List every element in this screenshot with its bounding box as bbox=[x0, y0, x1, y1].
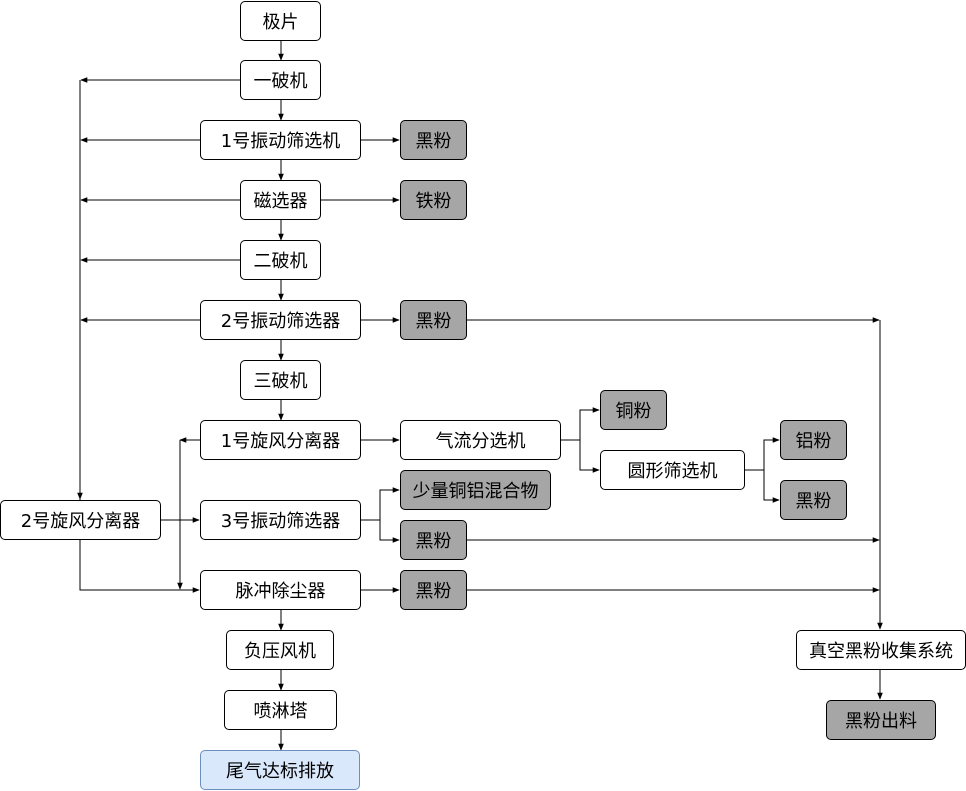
node-heifen5: 黑粉 bbox=[400, 570, 467, 610]
node-tiefen: 铁粉 bbox=[400, 180, 467, 220]
edge-yuanxing-heifen3 bbox=[763, 470, 780, 503]
edge-qiliu-yuanxing bbox=[579, 440, 600, 473]
node-yipoji: 一破机 bbox=[240, 60, 321, 100]
node-weiqi: 尾气达标排放 bbox=[200, 750, 360, 790]
node-heifen4: 黑粉 bbox=[400, 520, 467, 560]
edge-zhendong3-heifen4 bbox=[379, 520, 400, 543]
node-heifen1: 黑粉 bbox=[400, 120, 467, 160]
node-tongfen: 铜粉 bbox=[600, 390, 667, 430]
edge-qiliu-tongfen bbox=[560, 407, 600, 441]
node-jipian: 极片 bbox=[240, 1, 321, 41]
node-yuanxing: 圆形筛选机 bbox=[600, 450, 745, 490]
node-hunhewu: 少量铜铝混合物 bbox=[400, 470, 551, 510]
edge-xuanfeng2-maichong bbox=[79, 540, 200, 593]
node-xuanfeng1: 1号旋风分离器 bbox=[200, 420, 361, 460]
edge-yuanxing-lvfen bbox=[744, 437, 780, 471]
node-zhendong2: 2号振动筛选器 bbox=[200, 300, 361, 340]
node-zhendong3: 3号振动筛选器 bbox=[200, 500, 361, 540]
node-xuanfeng2: 2号旋风分离器 bbox=[0, 500, 161, 540]
node-penlin: 喷淋塔 bbox=[224, 690, 337, 730]
node-cixuanqi: 磁选器 bbox=[240, 180, 321, 220]
node-zhendong1: 1号振动筛选机 bbox=[200, 120, 361, 160]
node-lvfen: 铝粉 bbox=[780, 420, 847, 460]
edge-zhendong3-hunhewu bbox=[360, 487, 400, 521]
node-heifen2: 黑粉 bbox=[400, 300, 467, 340]
node-qiliu: 气流分选机 bbox=[400, 420, 561, 460]
node-heifen3: 黑粉 bbox=[780, 480, 847, 520]
node-maichong: 脉冲除尘器 bbox=[200, 570, 361, 610]
node-zhenkong: 真空黑粉收集系统 bbox=[796, 630, 966, 670]
node-fuya: 负压风机 bbox=[226, 630, 334, 670]
node-chuliao: 黑粉出料 bbox=[826, 700, 936, 740]
node-erpoji: 二破机 bbox=[240, 240, 321, 280]
node-sanpoji: 三破机 bbox=[240, 360, 321, 400]
